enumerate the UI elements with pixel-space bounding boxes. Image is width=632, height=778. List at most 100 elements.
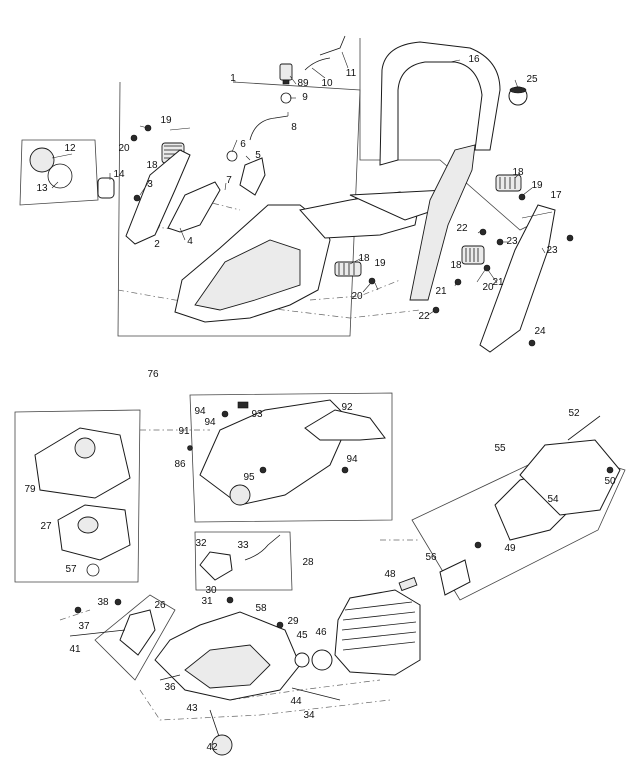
valve-part-79 (279, 63, 293, 85)
callout-94b: 94 (346, 454, 358, 465)
callout-31: 32 (195, 538, 207, 549)
callout-24: 25 (526, 74, 538, 85)
callout-20c: 21 (492, 277, 504, 288)
port-on-shroud (229, 484, 251, 506)
callout-14: 14 (113, 169, 125, 180)
frame-group-58 (14, 409, 141, 583)
filter-part-14 (97, 177, 115, 199)
hose-part-43 (291, 687, 341, 701)
cover-part-2 (125, 149, 191, 245)
callout-7: 7 (226, 175, 232, 186)
screws-lower (74, 410, 614, 629)
cylinder-fins (341, 601, 417, 651)
cap-part-12 (29, 147, 55, 173)
callout-23b: 24 (534, 326, 546, 337)
handle-grip-16 (409, 144, 476, 301)
callout-13: 13 (36, 183, 48, 194)
callout-18d: 18 (450, 260, 462, 271)
gasket-part-55 (439, 559, 471, 596)
callout-18c: 18 (358, 253, 370, 264)
handle-part-16 (379, 41, 501, 166)
callout-26: 27 (40, 521, 52, 532)
spring-part-18d (461, 245, 485, 265)
callout-36: 37 (78, 621, 90, 632)
callout-21b: 22 (418, 311, 430, 322)
callout-48: 49 (504, 543, 516, 554)
cap-top-24 (509, 86, 527, 94)
bulb-part-41 (211, 734, 233, 756)
callout-50: 52 (568, 408, 580, 419)
callout-10: 10 (321, 78, 333, 89)
tube-part-10 (304, 57, 331, 71)
callout-33: 34 (303, 710, 315, 721)
spring-part-18b (495, 174, 522, 192)
callout-43: 44 (290, 696, 302, 707)
callout-54: 55 (494, 443, 506, 454)
callout-11: 11 (345, 68, 357, 79)
callout-46: 48 (384, 569, 396, 580)
callout-27: 28 (302, 557, 314, 568)
cylinder-engine (334, 589, 421, 676)
callout-79: 89 (297, 78, 309, 89)
callout-56: 57 (65, 564, 77, 575)
callout-22a: 22 (456, 223, 468, 234)
callout-32: 33 (237, 540, 249, 551)
bracket-part-25 (119, 609, 156, 656)
callout-25: 26 (154, 600, 166, 611)
dash-line-lower-2 (139, 539, 420, 721)
ring-part-44 (294, 652, 310, 668)
callout-12: 12 (64, 143, 76, 154)
callout-49: 50 (604, 476, 616, 487)
callout-29: 30 (205, 585, 217, 596)
callout-52: 54 (547, 494, 559, 505)
callout-2: 2 (154, 239, 160, 250)
callout-94c: 95 (243, 472, 255, 483)
callout-44: 45 (296, 630, 308, 641)
plate-part-17 (479, 204, 556, 353)
callout-22b: 23 (506, 236, 518, 247)
callout-86: 91 (178, 426, 190, 437)
filter-hole-26 (77, 516, 99, 534)
callout-19d: 20 (482, 282, 494, 293)
ring-part-13 (47, 163, 73, 189)
ring-part-6 (226, 150, 238, 162)
callout-3: 3 (147, 179, 153, 190)
cover-part-5 (239, 157, 266, 196)
dash-line-upper-1 (117, 289, 421, 319)
deflector-part-91 (304, 409, 386, 441)
callout-34: 36 (164, 682, 176, 693)
callout-58: 76 (147, 369, 159, 380)
callout-20a: 20 (118, 143, 130, 154)
callout-76: 79 (24, 484, 36, 495)
ring-part-45 (311, 649, 333, 671)
callout-17: 17 (550, 190, 562, 201)
callout-18b: 18 (512, 167, 524, 178)
callout-1: 1 (230, 73, 236, 84)
callout-18a: 18 (146, 160, 158, 171)
bolt-part-38 (69, 629, 126, 637)
callout-92: 93 (251, 409, 263, 420)
callout-91: 92 (341, 402, 353, 413)
callout-30: 31 (201, 596, 213, 607)
callout-6: 6 (240, 139, 246, 150)
callout-38: 41 (69, 644, 81, 655)
callout-4: 4 (187, 236, 193, 247)
ring-part-9 (280, 92, 292, 104)
bracket-part-31 (199, 551, 233, 581)
cover-part-4 (167, 181, 221, 233)
callout-55: 56 (425, 552, 437, 563)
callout-19b: 19 (531, 180, 543, 191)
frame-group-27 (194, 531, 293, 591)
bolt-part-50 (567, 415, 601, 441)
frame-group-12-14 (19, 139, 99, 206)
leader-lines (51, 51, 570, 316)
callout-94a: 94 (204, 417, 216, 428)
muffler-body-54 (519, 439, 621, 516)
crankcase-detail (184, 644, 271, 689)
frame-group-25 (94, 594, 176, 681)
callout-16: 16 (468, 54, 480, 65)
spring-part-18c (334, 261, 362, 277)
callout-89: 86 (174, 459, 186, 470)
